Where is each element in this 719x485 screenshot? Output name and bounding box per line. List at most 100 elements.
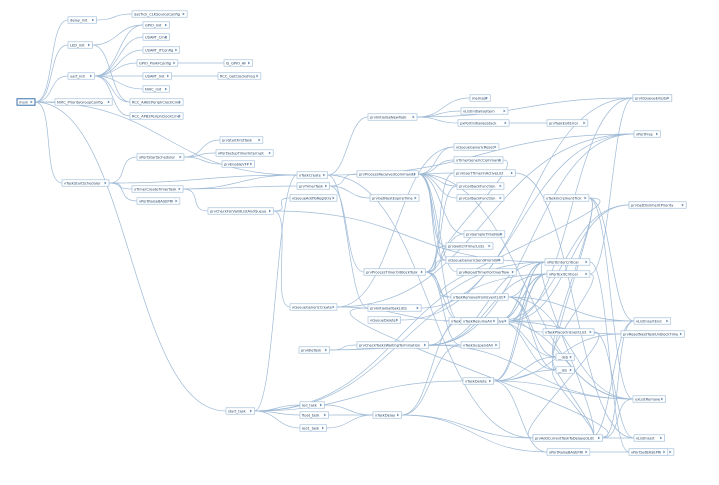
- graph-node[interactable]: prvCheckForValidListAndQueue: [207, 207, 274, 215]
- graph-node[interactable]: led_task: [299, 401, 325, 409]
- graph-node[interactable]: xQueueGenericReset: [453, 143, 500, 151]
- graph-node[interactable]: USART_Init: [142, 72, 172, 80]
- graph-node[interactable]: vPortFree: [633, 130, 661, 138]
- graph-node[interactable]: float_task: [299, 411, 329, 419]
- graph-node[interactable]: xTaskRemoveFromEventList: [450, 293, 509, 301]
- expand-arrow-icon: [250, 162, 253, 166]
- graph-node[interactable]: prvEnableVFP: [221, 160, 255, 168]
- graph-node[interactable]: prvCheckTasksWaitingTermination: [356, 341, 429, 349]
- expand-arrow-icon: [584, 196, 587, 200]
- graph-node[interactable]: main: [16, 98, 36, 106]
- graph-node[interactable]: uxListRemove: [632, 395, 666, 403]
- graph-edge: [602, 398, 634, 439]
- graph-node[interactable]: vPortSetupTimerInterrupt: [215, 149, 274, 157]
- graph-node[interactable]: prvSwitchTimerLists: [445, 242, 494, 250]
- node-label: xTimerCreateTimerTask: [134, 187, 177, 191]
- node-box: [633, 130, 661, 138]
- graph-node[interactable]: __dsb: [555, 353, 575, 361]
- graph-node[interactable]: xTaskResumeAll: [460, 317, 499, 325]
- graph-node[interactable]: prvGetNextExpireTime: [369, 194, 420, 202]
- graph-node[interactable]: prvResetNextTaskUnblockTime: [620, 330, 685, 338]
- graph-node[interactable]: memset: [469, 94, 491, 102]
- graph-node[interactable]: prvAddCurrentTaskToDelayedList: [532, 434, 603, 442]
- graph-node[interactable]: xPortRaiseBASEPRI: [546, 448, 591, 456]
- graph-edge: [273, 210, 291, 308]
- node-label: vListInsertEnd: [636, 319, 662, 323]
- graph-node[interactable]: prvInitialiseTaskLists: [367, 304, 422, 312]
- graph-edge: [428, 344, 634, 400]
- graph-node[interactable]: IS_GPIO_AF: [223, 59, 253, 67]
- graph-edge: [508, 296, 557, 371]
- graph-node[interactable]: prvTaskExitError: [546, 119, 589, 127]
- graph-node[interactable]: vTaskPlaceOnEventList: [542, 328, 595, 336]
- edges-layer: [34, 13, 635, 453]
- graph-node[interactable]: prvStartFirstTask: [219, 136, 264, 144]
- graph-node[interactable]: prvCallbackFunction: [456, 194, 505, 202]
- graph-node[interactable]: GPIO_Init: [142, 21, 170, 29]
- node-label: USART_Init: [145, 74, 165, 78]
- graph-edge: [593, 331, 635, 439]
- node-label: xQueueGenericSendFromISR: [448, 258, 500, 262]
- graph-node[interactable]: vTaskStartScheduler: [61, 179, 110, 187]
- graph-node[interactable]: vTaskSuspendAll: [460, 341, 501, 349]
- graph-node[interactable]: xTimerGenericCommand: [453, 156, 504, 164]
- graph-node[interactable]: pxPortInitialiseStack: [457, 119, 510, 127]
- graph-node[interactable]: vListInsertEnd: [633, 317, 672, 325]
- graph-node[interactable]: vPortExitCritical: [546, 270, 591, 278]
- graph-node[interactable]: RCC_GetClocksFreq: [217, 72, 262, 80]
- graph-node[interactable]: xTaskIncrementTick: [543, 194, 590, 202]
- graph-node[interactable]: prvProcessTimerOrBlockTask: [363, 268, 426, 276]
- graph-node[interactable]: xTimerCreateTimerTask: [131, 185, 184, 193]
- graph-node[interactable]: start_task: [225, 407, 255, 415]
- graph-node[interactable]: vListInsert: [633, 434, 665, 442]
- graph-edge: [336, 306, 462, 322]
- graph-node[interactable]: prvCallbackFunction: [456, 182, 505, 190]
- graph-node[interactable]: vPortRaiseBASEPRI: [136, 197, 181, 205]
- graph-node[interactable]: prvTimerTask: [296, 182, 330, 190]
- graph-node[interactable]: vPortEnterCritical: [544, 258, 591, 266]
- graph-node[interactable]: USART_Cmd: [142, 33, 170, 41]
- graph-node[interactable]: vQueueDelete: [367, 316, 401, 324]
- graph-node[interactable]: led1_task: [299, 424, 327, 432]
- graph-node[interactable]: xTaskDelay: [372, 411, 402, 419]
- graph-node[interactable]: LED_Init: [67, 41, 93, 49]
- node-box: [542, 328, 595, 336]
- graph-node[interactable]: RCC_AHB1PeriphClockCmd: [129, 98, 184, 106]
- graph-edge: [441, 159, 508, 261]
- graph-edge: [401, 414, 548, 453]
- graph-node[interactable]: uart_init: [67, 72, 95, 80]
- graph-node[interactable]: xQueueGenericCreate: [289, 303, 338, 311]
- expand-arrow-icon: [663, 450, 666, 454]
- graph-node[interactable]: xPortStartScheduler: [136, 153, 185, 161]
- graph-node[interactable]: xTaskCreate: [296, 171, 328, 179]
- graph-node[interactable]: xQueueGenericSendFromISR: [445, 256, 504, 264]
- graph-node[interactable]: prvReloadTimerForOverflow: [456, 268, 517, 276]
- graph-node[interactable]: SysTick_CLKSourceConfig: [131, 10, 188, 18]
- graph-edge: [418, 173, 458, 199]
- graph-node[interactable]: prvIsQueueEmpty: [632, 94, 673, 102]
- graph-node[interactable]: NVIC_Init: [142, 85, 170, 93]
- node-box: [546, 448, 591, 456]
- graph-node[interactable]: prvInitialiseNewTask: [367, 113, 418, 121]
- graph-node[interactable]: vPortSetBASEPRI: [628, 448, 669, 456]
- graph-node[interactable]: RCC_APB2PeriphClockCmd: [129, 112, 184, 120]
- node-box: [633, 434, 665, 442]
- node-label: prvStartFirstTask: [222, 138, 253, 142]
- graph-node[interactable]: vQueueAddToRegistry: [289, 194, 338, 202]
- graph-node[interactable]: prvIdleTask: [298, 346, 330, 354]
- graph-node[interactable]: vListInitialiseItem: [460, 107, 509, 115]
- graph-node[interactable]: __isb: [555, 366, 575, 374]
- graph-node[interactable]: prvProcessReceivedCommands: [356, 170, 419, 178]
- graph-node[interactable]: NVIC_PriorityGroupConfig: [54, 98, 113, 106]
- graph-node[interactable]: prvSampleTimeNow: [463, 230, 506, 238]
- node-label: vTaskStartScheduler: [64, 181, 101, 185]
- graph-node[interactable]: GPIO_PinAFConfig: [136, 59, 179, 67]
- node-box: [16, 98, 36, 106]
- graph-node[interactable]: vTaskDelete: [462, 377, 494, 385]
- graph-node[interactable]: USART_ITConfig: [142, 46, 181, 54]
- graph-node[interactable]: prvGetDisinheritPriority: [628, 201, 687, 209]
- node-box: [142, 85, 170, 93]
- node-label: pxPortInitialiseStack: [460, 121, 497, 125]
- graph-node[interactable]: prvInsertTimerInActiveList: [453, 169, 516, 177]
- graph-node[interactable]: delay_init: [67, 16, 97, 24]
